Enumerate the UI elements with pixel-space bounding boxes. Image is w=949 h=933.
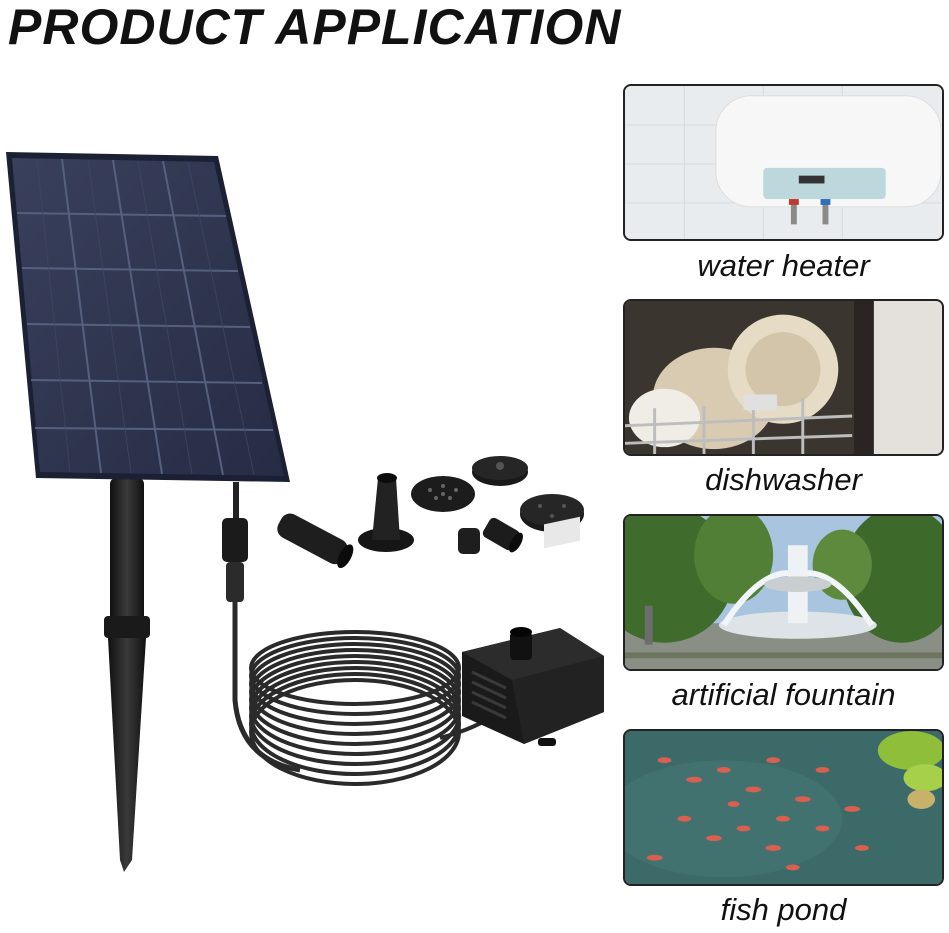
ground-stake <box>104 478 150 872</box>
water-heater-photo <box>623 84 944 241</box>
product-illustration <box>6 152 604 872</box>
solar-panel <box>6 152 290 482</box>
fish-pond-photo <box>623 729 944 886</box>
artificial-fountain-label: artificial fountain <box>671 677 896 712</box>
nozzle-set <box>277 456 584 569</box>
water-heater-label: water heater <box>697 248 870 283</box>
coiled-cable <box>249 630 492 786</box>
panel-cable <box>222 482 301 773</box>
water-pump <box>462 516 604 746</box>
dishwasher-photo <box>623 299 944 456</box>
dishwasher-label: dishwasher <box>705 462 862 497</box>
fish-pond-label: fish pond <box>720 892 847 927</box>
artificial-fountain-photo <box>623 514 944 671</box>
page-title: PRODUCT APPLICATION <box>8 0 622 55</box>
